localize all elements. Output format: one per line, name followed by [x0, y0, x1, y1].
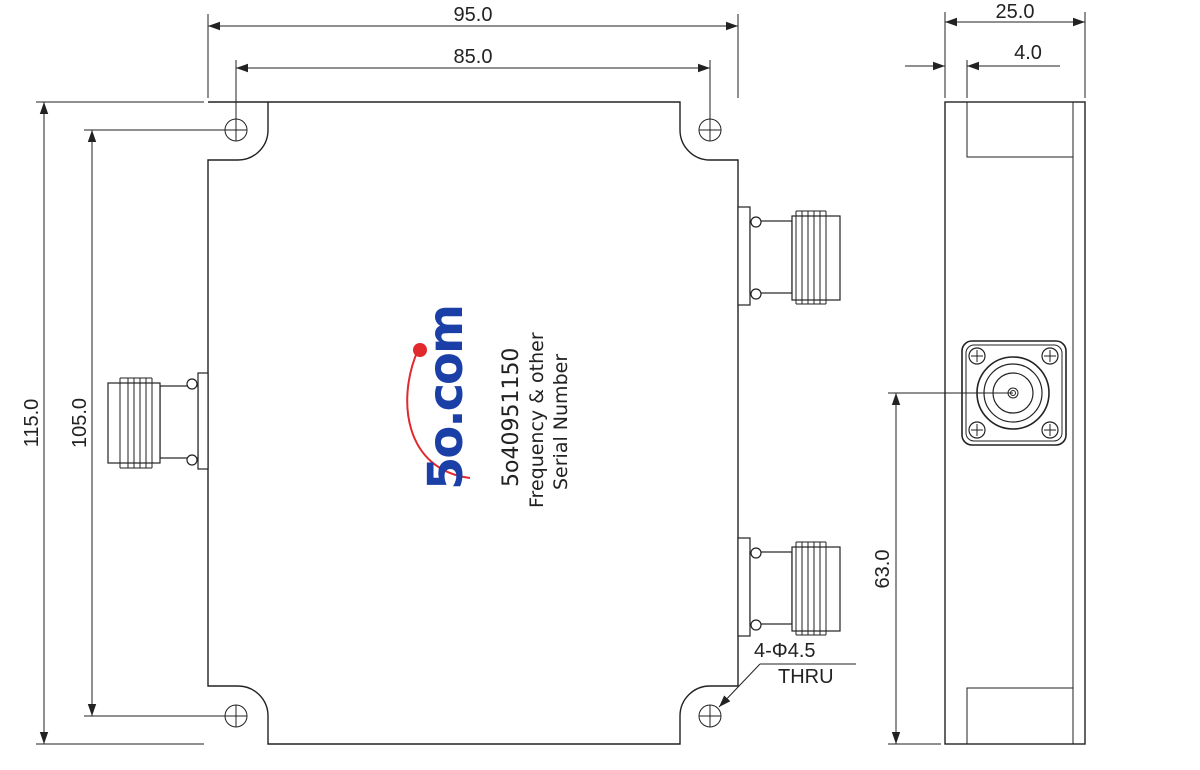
logo-swoosh	[406, 349, 471, 479]
dim-connector-height: 63.0	[872, 392, 1013, 745]
flange-screw-tl	[968, 347, 986, 365]
dim-width-overall: 95.0	[207, 4, 739, 98]
connector-input-left	[107, 372, 209, 470]
dim-height-overall: 115.0	[21, 101, 204, 745]
dim-side-depth: 25.0	[944, 1, 1086, 98]
side-view	[944, 101, 1086, 745]
flange-screw-tr	[1041, 347, 1059, 365]
side-connector-bottom	[966, 687, 1074, 745]
side-connector-face	[961, 340, 1067, 446]
dim-lid-thickness: 4.0	[905, 42, 1060, 98]
svg-text:85.0: 85.0	[454, 46, 493, 68]
side-connector-top	[966, 101, 1074, 158]
svg-text:105.0: 105.0	[69, 398, 91, 448]
svg-text:115.0: 115.0	[21, 399, 43, 448]
dim-hole-spacing-y: 105.0	[69, 129, 225, 717]
side-dimensions: 25.0 4.0 63.0	[872, 1, 1086, 745]
hole-callout: 4-Φ4.5 THRU	[718, 640, 856, 708]
label-line-frequency: Frequency & other	[526, 332, 548, 508]
flange-screw-br	[1041, 421, 1059, 439]
housing-outline	[207, 101, 739, 745]
connector-output-lower	[737, 537, 841, 637]
logo-text: 5o.com	[418, 306, 474, 490]
flange-screw-bl	[968, 421, 986, 439]
hole-callout-type: THRU	[778, 666, 834, 688]
svg-text:63.0: 63.0	[872, 550, 894, 589]
product-label: 5o40951150 Frequency & other Serial Numb…	[499, 332, 572, 508]
mounting-hole-tr	[698, 118, 722, 142]
mounting-hole-bl	[224, 704, 248, 728]
front-view: 5o.com 5o40951150 Frequency & other Seri…	[107, 101, 841, 745]
mounting-hole-br	[698, 704, 722, 728]
mounting-hole-tl	[224, 118, 248, 142]
hole-callout-size: 4-Φ4.5	[754, 640, 816, 662]
brand-logo: 5o.com	[406, 306, 474, 490]
logo-dot	[413, 343, 427, 357]
connector-output-upper	[737, 206, 841, 306]
part-number: 5o40951150	[499, 348, 524, 487]
svg-text:4.0: 4.0	[1014, 42, 1042, 64]
svg-text:25.0: 25.0	[996, 1, 1035, 23]
svg-text:95.0: 95.0	[454, 4, 493, 26]
label-line-serial: Serial Number	[550, 354, 572, 490]
front-dimensions: 95.0 85.0 115.0 105.0 4-Φ4.5 THRU	[21, 4, 856, 745]
dim-hole-spacing-x: 85.0	[235, 46, 711, 119]
